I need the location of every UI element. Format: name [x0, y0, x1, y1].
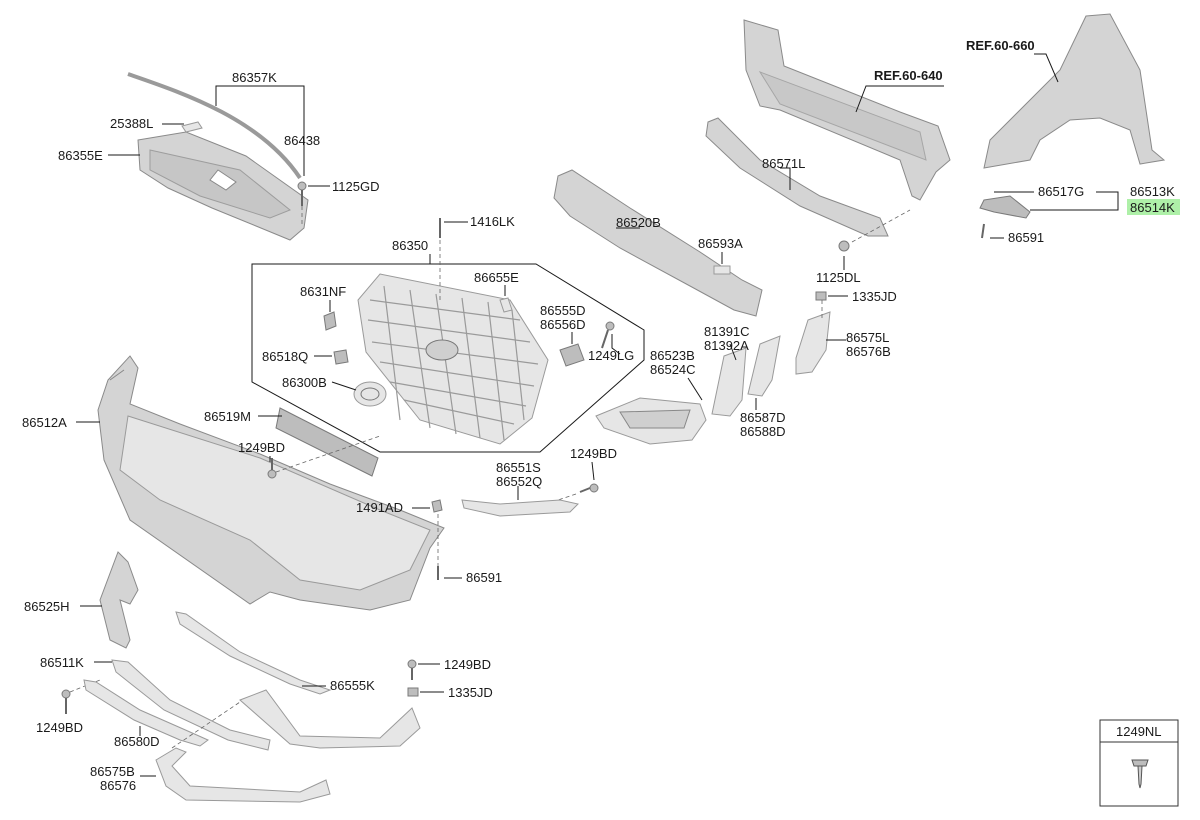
molding-86555K — [175, 611, 332, 695]
label-25388L[interactable]: 25388L — [110, 116, 153, 131]
screw-1249BD-lower — [407, 659, 417, 680]
label-86552Q[interactable]: 86552Q — [496, 474, 542, 489]
screw-1249BD-far-left — [61, 689, 71, 714]
label-86357K[interactable]: 86357K — [232, 70, 277, 85]
label-86525H[interactable]: 86525H — [24, 599, 70, 614]
bracket-86517G — [979, 195, 1031, 219]
bumper-cover-86512A — [97, 355, 445, 611]
label-86511K[interactable]: 86511K — [40, 655, 84, 670]
label-86512A[interactable]: 86512A — [22, 415, 67, 430]
cowl-garnish-86355E — [137, 131, 309, 241]
label-86591-right[interactable]: 86591 — [1008, 230, 1044, 245]
label-86523B[interactable]: 86523B — [650, 348, 695, 363]
sensor-86518Q — [333, 349, 349, 365]
label-86438[interactable]: 86438 — [284, 133, 320, 148]
label-1125GD[interactable]: 1125GD — [332, 179, 379, 194]
label-86655E[interactable]: 86655E — [474, 270, 519, 285]
label-86520B[interactable]: 86520B — [616, 215, 661, 230]
label-86593A[interactable]: 86593A — [698, 236, 743, 251]
fog-lamp-bezel-86523B — [595, 397, 707, 445]
clip-1335JD-upper — [815, 291, 827, 301]
bumper-beam-86571L — [705, 117, 889, 237]
side-bracket-86575L — [795, 311, 831, 375]
label-ref-60-660[interactable]: REF.60-660 — [966, 38, 1035, 53]
label-86580D[interactable]: 86580D — [114, 734, 160, 749]
label-1249BD-far-left[interactable]: 1249BD — [36, 720, 83, 735]
clip-1491AD — [431, 499, 443, 513]
bezel-86575B — [155, 747, 331, 803]
skid-plate-lower — [239, 689, 421, 749]
highlight-86514K — [1127, 199, 1180, 215]
emblem-86300B — [353, 381, 387, 407]
label-86571L[interactable]: 86571L — [762, 156, 805, 171]
label-86587D[interactable]: 86587D — [740, 410, 786, 425]
screw-1249BD-left — [267, 458, 277, 479]
label-86555K[interactable]: 86555K — [330, 678, 375, 693]
molding-strip-86357K — [127, 72, 302, 180]
label-86555D[interactable]: 86555D — [540, 303, 586, 318]
screw-1249BD-center — [579, 483, 599, 493]
label-1249BD-left[interactable]: 1249BD — [238, 440, 285, 455]
bolt-1125DL — [838, 240, 850, 252]
label-81391C[interactable]: 81391C — [704, 324, 750, 339]
lower-garnish-86551S — [461, 499, 579, 517]
label-1125DL[interactable]: 1125DL — [816, 270, 861, 285]
cover-81391C — [711, 347, 747, 417]
label-86513K[interactable]: 86513K — [1130, 184, 1175, 199]
label-86591-lower[interactable]: 86591 — [466, 570, 502, 585]
legend-box-1249NL — [1099, 719, 1179, 807]
screw-1249LG — [601, 321, 615, 349]
label-1335JD-upper[interactable]: 1335JD — [852, 289, 897, 304]
clip-1335JD-lower — [407, 687, 419, 697]
label-8631NF[interactable]: 8631NF — [300, 284, 346, 299]
crash-beam-ref-60-640 — [743, 19, 951, 201]
label-86517G[interactable]: 86517G — [1038, 184, 1084, 199]
label-1335JD-lower[interactable]: 1335JD — [448, 685, 493, 700]
molding-86580D — [83, 679, 209, 747]
label-1416LK[interactable]: 1416LK — [470, 214, 515, 229]
label-86300B[interactable]: 86300B — [282, 375, 327, 390]
screw-86591-right — [981, 223, 985, 239]
label-1249NL[interactable]: 1249NL — [1116, 724, 1162, 739]
label-1249BD-center[interactable]: 1249BD — [570, 446, 617, 461]
label-86588D[interactable]: 86588D — [740, 424, 786, 439]
clip-25388L — [181, 121, 203, 133]
bracket-86519M — [275, 407, 379, 477]
label-ref-60-640[interactable]: REF.60-640 — [874, 68, 943, 83]
pad-86593A — [713, 265, 731, 275]
radiator-grille-86350 — [357, 273, 549, 445]
bracket-86555D — [559, 343, 585, 367]
cover-86587D — [747, 335, 781, 397]
label-86514K[interactable]: 86514K — [1130, 200, 1175, 215]
label-86576B[interactable]: 86576B — [846, 344, 891, 359]
nut-86655E — [499, 297, 513, 313]
label-86551S[interactable]: 86551S — [496, 460, 541, 475]
screw-icon — [1131, 759, 1149, 789]
label-81392A[interactable]: 81392A — [704, 338, 749, 353]
label-86355E[interactable]: 86355E — [58, 148, 103, 163]
lower-cover-86525H — [99, 551, 139, 649]
label-86519M[interactable]: 86519M — [204, 409, 251, 424]
label-86575B[interactable]: 86575B — [90, 764, 135, 779]
label-86556D[interactable]: 86556D — [540, 317, 586, 332]
screw-1125GD — [297, 181, 307, 206]
grille-assembly-frame — [251, 263, 645, 453]
label-86350[interactable]: 86350 — [392, 238, 428, 253]
label-1249LG[interactable]: 1249LG — [588, 348, 634, 363]
clip-8631NF — [323, 311, 337, 331]
label-1491AD[interactable]: 1491AD — [356, 500, 403, 515]
label-86576[interactable]: 86576 — [100, 778, 136, 793]
molding-86511K — [111, 659, 271, 751]
label-86518Q[interactable]: 86518Q — [262, 349, 308, 364]
fender-ref-60-660 — [983, 13, 1166, 169]
energy-absorber-86520B — [553, 169, 763, 317]
label-86524C[interactable]: 86524C — [650, 362, 696, 377]
label-86575L[interactable]: 86575L — [846, 330, 889, 345]
label-1249BD-lower[interactable]: 1249BD — [444, 657, 491, 672]
